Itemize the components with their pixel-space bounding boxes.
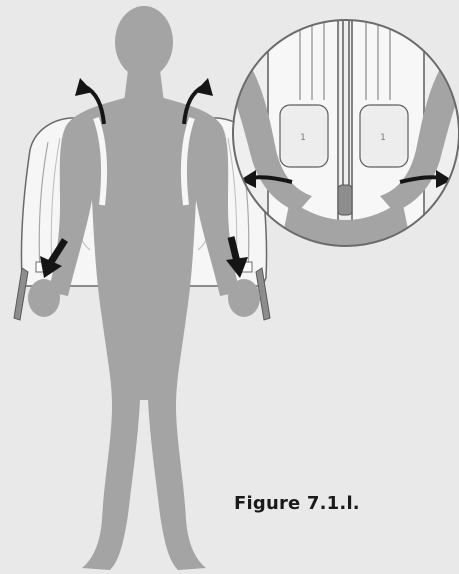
- inset-zipper-pull: [338, 185, 352, 215]
- human-figure: [28, 6, 260, 570]
- hand-right: [228, 279, 260, 317]
- inset-mark-right: 1: [380, 133, 386, 143]
- neck: [124, 70, 164, 102]
- torso: [48, 98, 240, 570]
- strap-left: [14, 268, 28, 320]
- hand-left: [28, 279, 60, 317]
- head: [115, 6, 173, 78]
- figure-caption: Figure 7.1.l.: [234, 493, 360, 514]
- inset-mark-left: 1: [300, 133, 306, 143]
